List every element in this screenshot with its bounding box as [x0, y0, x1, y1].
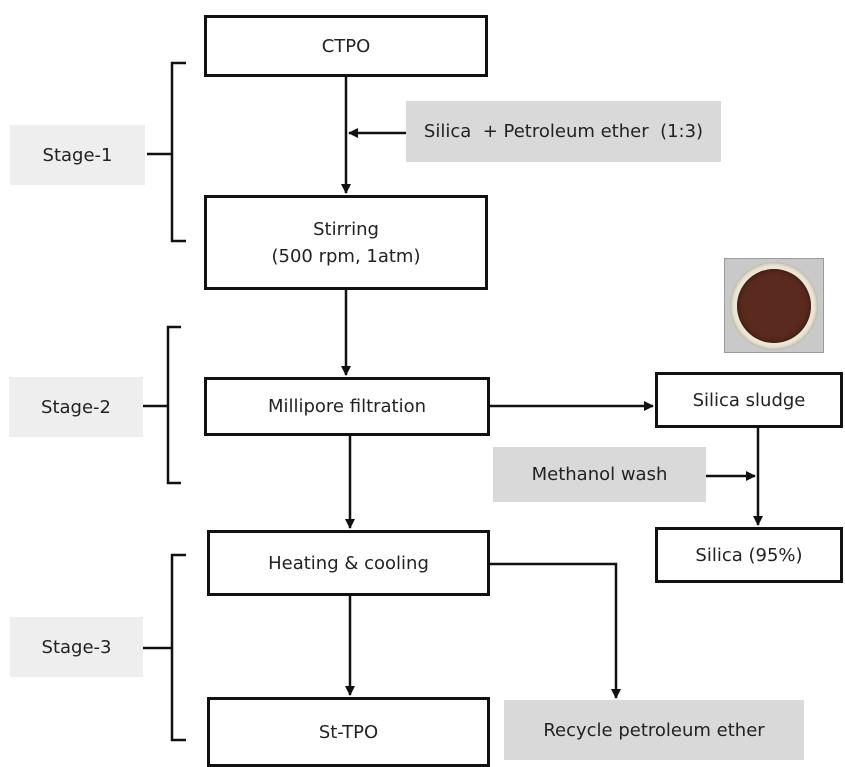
methanol-wash-input: Methanol wash [493, 447, 706, 502]
sludge-fill [737, 268, 811, 343]
st-tpo-box: St-TPO [207, 697, 490, 767]
heating-cooling-box: Heating & cooling [207, 530, 490, 596]
stage-1-label: Stage-1 [10, 125, 145, 185]
recycle-petroleum-ether-output: Recycle petroleum ether [504, 700, 804, 760]
stirring-conditions: (500 rpm, 1atm) [271, 245, 421, 267]
arrow-heating-to-recycle [490, 562, 621, 699]
stage-2-label: Stage-2 [9, 377, 143, 437]
petri-dish-rim [730, 261, 818, 350]
stirring-box: Stirring (500 rpm, 1atm) [204, 195, 488, 290]
silica-95-box: Silica (95%) [655, 527, 843, 583]
silica-sludge-sample-image [724, 258, 824, 353]
stage-1-bracket [147, 61, 186, 243]
stage-2-bracket [143, 325, 181, 485]
stage-3-label: Stage-3 [10, 617, 143, 677]
millipore-filtration-box: Millipore filtration [204, 377, 490, 436]
stage-3-bracket [143, 553, 186, 742]
silica-sludge-box: Silica sludge [655, 372, 843, 428]
ctpo-box: CTPO [204, 15, 488, 77]
stirring-label: Stirring [313, 218, 379, 240]
silica-petroleum-input: Silica + Petroleum ether (1:3) [406, 101, 721, 162]
